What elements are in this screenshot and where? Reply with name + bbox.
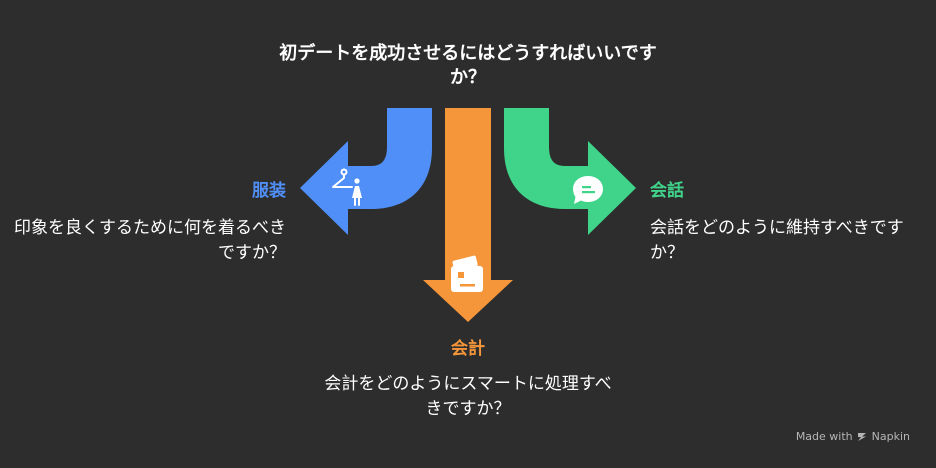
napkin-brand-text: Napkin (871, 430, 910, 443)
made-with-text: Made with (795, 430, 853, 443)
right-arrow (504, 108, 636, 235)
center-arrow (423, 108, 513, 322)
payment-description: 会計をどのようにスマートに処理すべきですか？ (324, 374, 612, 419)
napkin-watermark[interactable]: Made with Napkin (796, 430, 910, 443)
hanger-person-icon (332, 168, 362, 206)
clothing-label: 服装 (252, 181, 286, 201)
napkin-logo-icon (857, 433, 866, 441)
clothing-description: 印象を良くするために何を着るべきですか？ (14, 218, 286, 263)
chat-bubble-icon (573, 176, 603, 204)
payment-card-icon (451, 255, 483, 292)
left-arrow (300, 108, 432, 235)
payment-label: 会計 (451, 339, 485, 359)
conversation-description: 会話をどのように維持すべきですか？ (650, 218, 904, 263)
diagram-title: 初デートを成功させるにはどうすればいいですか？ (279, 43, 657, 88)
conversation-label: 会話 (650, 181, 684, 201)
